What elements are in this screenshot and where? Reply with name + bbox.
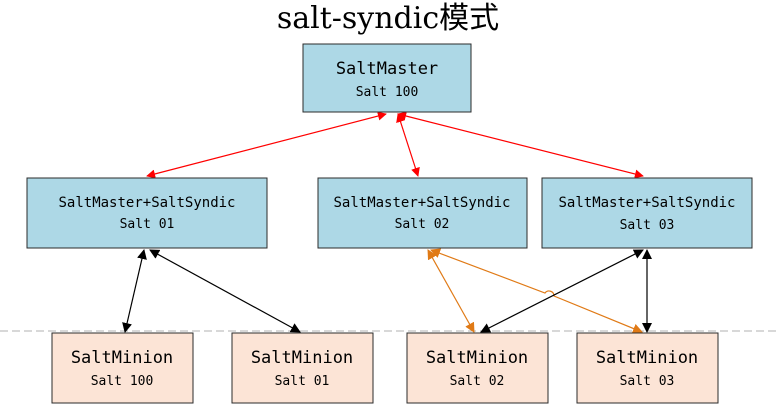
node-syndic03: SaltMaster+SaltSyndic Salt 03	[541, 177, 753, 249]
node-minion01: SaltMinion Salt 01	[231, 332, 374, 404]
node-minion100-label: Salt 100	[91, 374, 154, 389]
node-minion100-box	[51, 332, 194, 404]
node-minion03: SaltMinion Salt 03	[576, 332, 719, 404]
node-syndic03-label: Salt 03	[620, 218, 675, 233]
node-syndic01-box	[26, 177, 268, 249]
node-master: SaltMaster Salt 100	[302, 43, 472, 113]
node-syndic03-title: SaltMaster+SaltSyndic	[558, 195, 735, 211]
node-master-box	[302, 43, 472, 113]
node-minion03-label: Salt 03	[620, 374, 675, 389]
node-syndic01-label: Salt 01	[120, 217, 175, 232]
diagram-title: salt-syndic模式	[276, 1, 500, 36]
link-master-syndic02	[396, 113, 420, 177]
link-syndic02-minion02	[427, 249, 475, 333]
node-syndic01: SaltMaster+SaltSyndic Salt 01	[26, 177, 268, 249]
link-syndic03-minion02	[480, 249, 644, 333]
node-minion01-label: Salt 01	[275, 374, 330, 389]
node-syndic02-label: Salt 02	[395, 217, 450, 232]
link-syndic02-minion03	[430, 248, 643, 334]
node-minion01-box	[231, 332, 374, 404]
node-minion01-title: SaltMinion	[251, 348, 353, 368]
node-syndic02-box	[317, 177, 528, 249]
link-master-syndic01	[146, 111, 387, 179]
node-minion02-box	[406, 332, 549, 404]
node-minion02-title: SaltMinion	[426, 348, 528, 368]
link-syndic01-minion01	[149, 249, 301, 333]
node-master-label: Salt 100	[356, 85, 419, 100]
node-syndic02: SaltMaster+SaltSyndic Salt 02	[317, 177, 528, 249]
node-syndic01-title: SaltMaster+SaltSyndic	[58, 195, 235, 211]
node-master-title: SaltMaster	[336, 59, 438, 79]
node-minion100: SaltMinion Salt 100	[51, 332, 194, 404]
node-syndic03-box	[541, 177, 753, 249]
node-minion02-label: Salt 02	[450, 374, 505, 389]
node-minion100-title: SaltMinion	[71, 348, 173, 368]
link-syndic01-minion100	[122, 249, 147, 333]
node-minion02: SaltMinion Salt 02	[406, 332, 549, 404]
link-master-syndic03	[397, 111, 644, 179]
node-syndic02-title: SaltMaster+SaltSyndic	[333, 195, 510, 211]
node-minion03-box	[576, 332, 719, 404]
node-minion03-title: SaltMinion	[596, 348, 698, 368]
